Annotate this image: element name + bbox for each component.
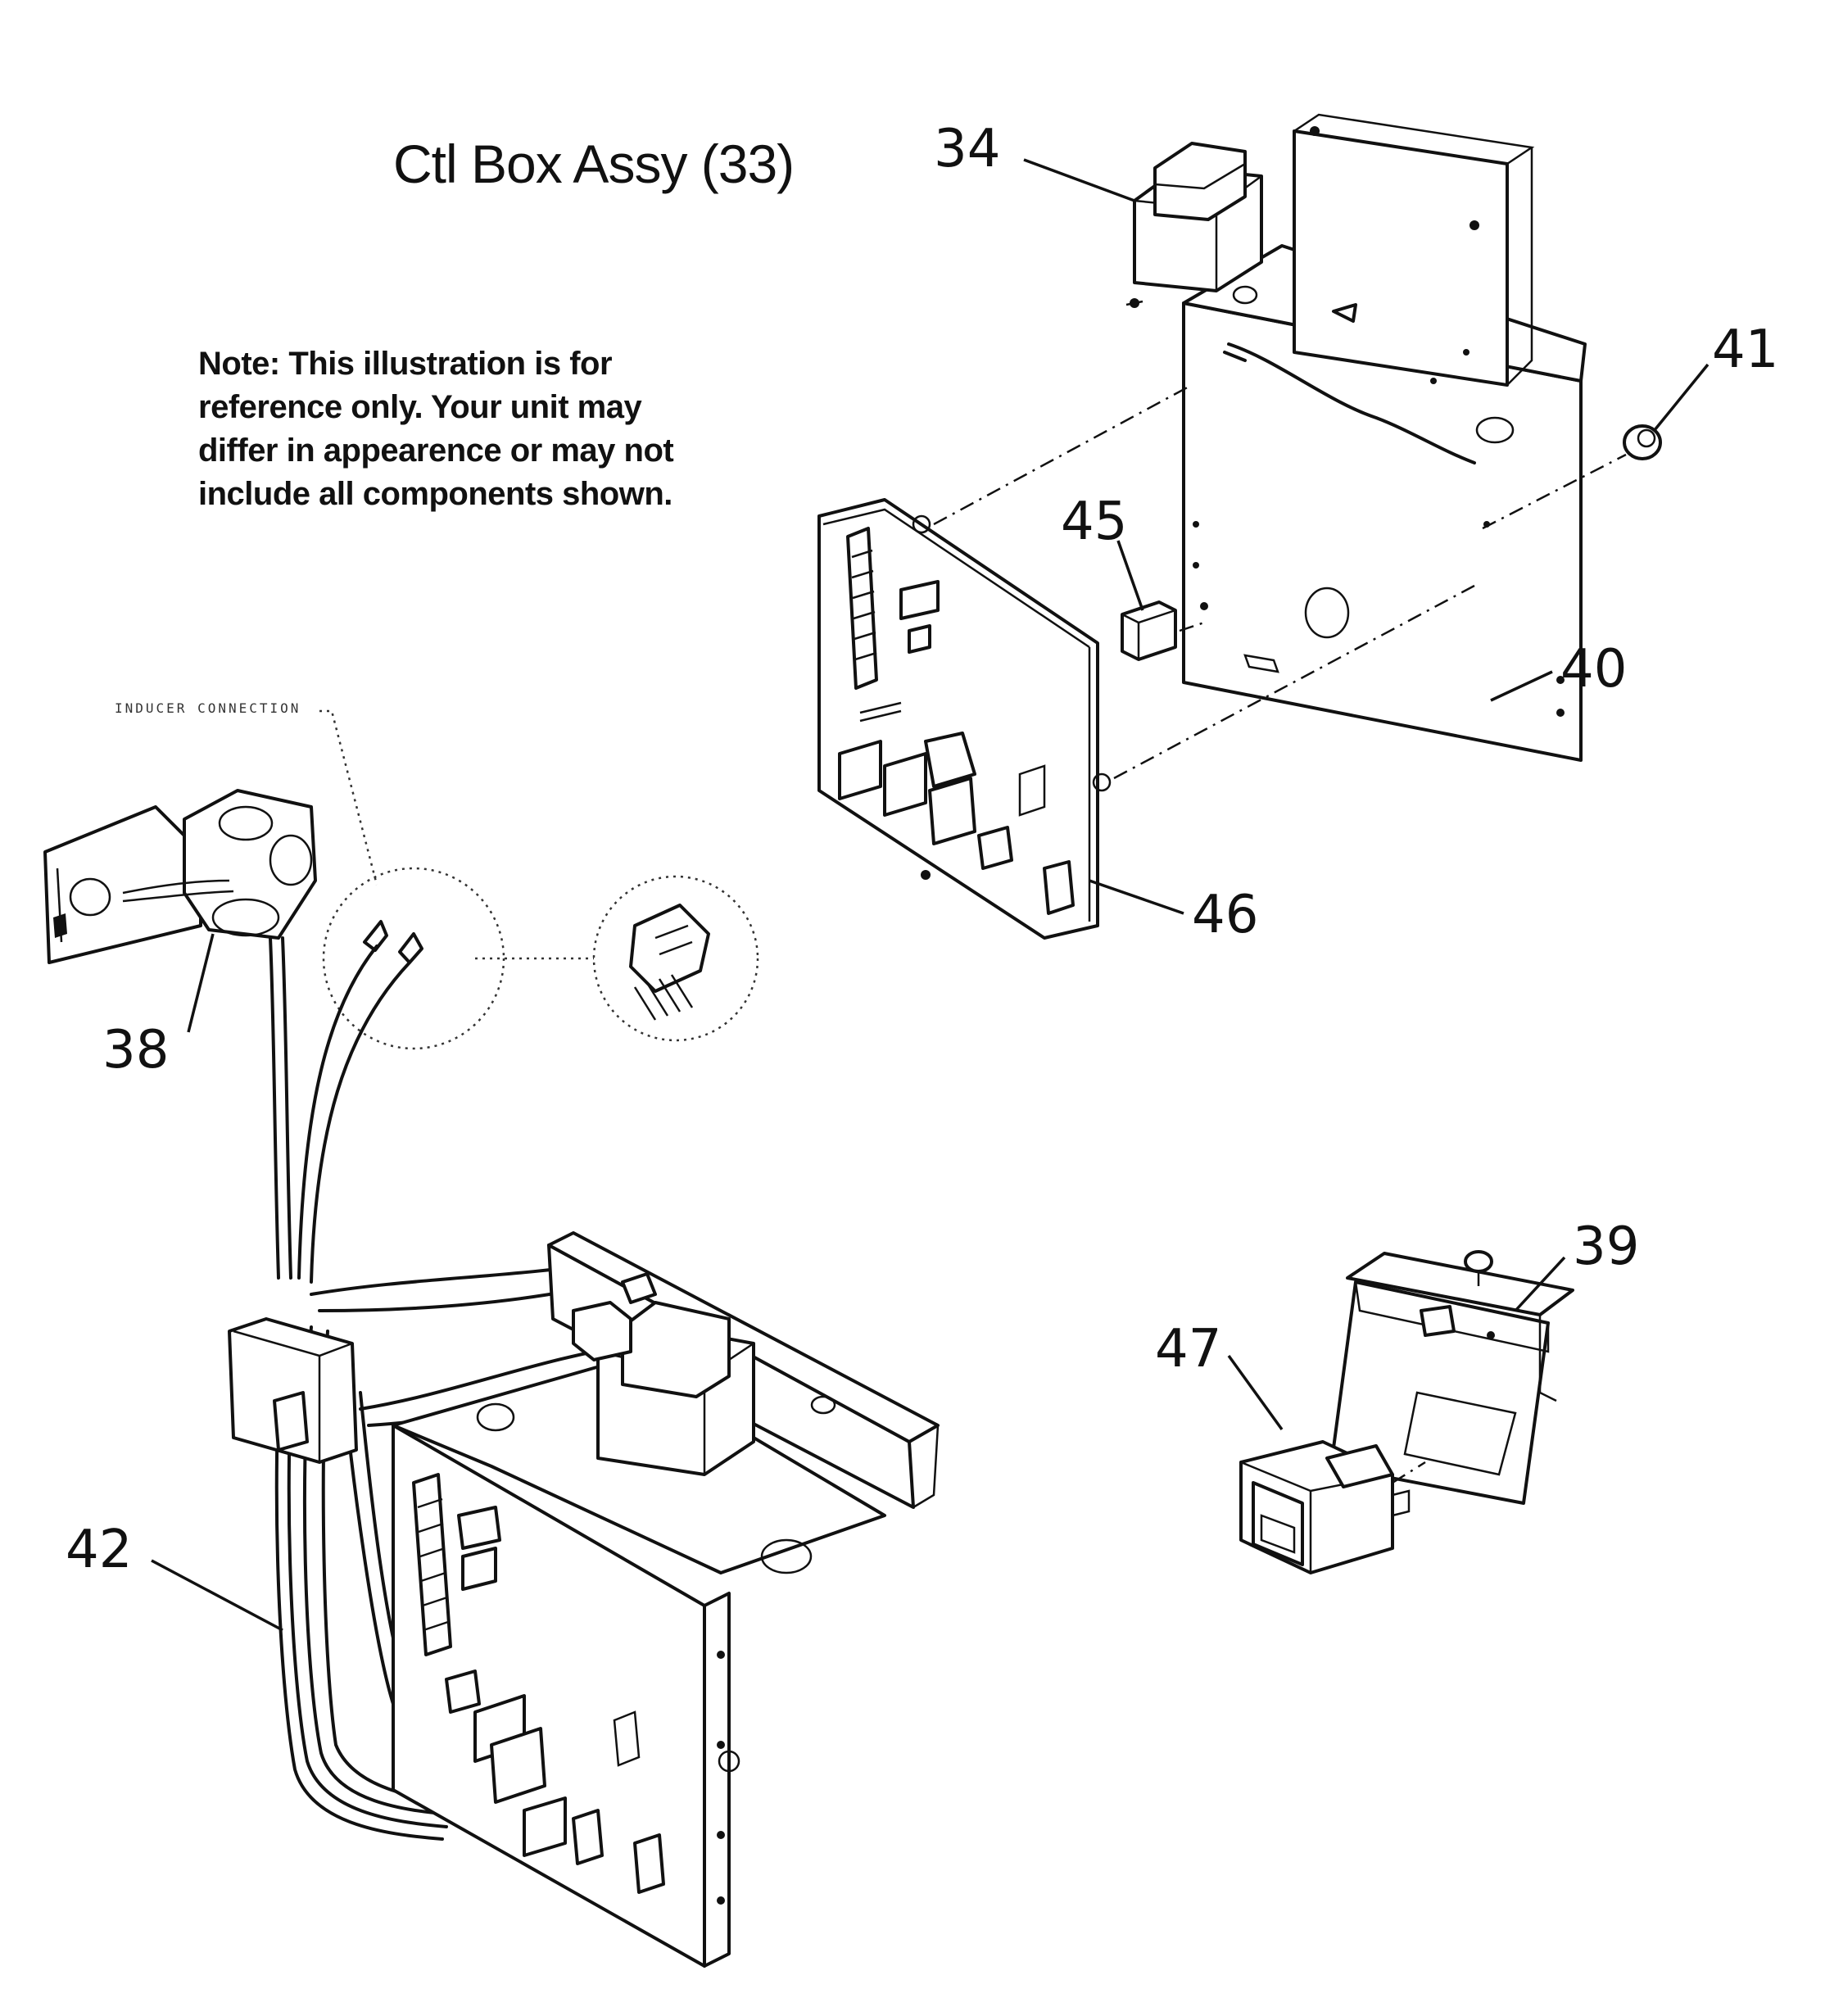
assembly-line [1392,1461,1426,1484]
callout-40: 40 [1560,639,1628,700]
callout-41: 41 [1712,319,1779,380]
assembly-line [933,383,1193,526]
assembly-line [1113,584,1475,780]
assembly-line [1482,453,1627,530]
callout-38: 38 [102,1020,170,1080]
transformer-34 [1125,126,1479,308]
page-title: Ctl Box Assy (33) [393,134,795,194]
control-box-panel [1182,113,1587,762]
reference-note: Note: This illustration is for reference… [198,342,788,516]
switch-bracket-39 [1329,1250,1574,1505]
leader-45 [1116,540,1144,611]
leader-38 [187,933,215,1033]
control-board-46 [817,498,1112,940]
leader-46 [1089,879,1184,915]
callout-42: 42 [66,1520,133,1580]
leader-42 [151,1559,283,1632]
rocker-switch-47 [1239,1440,1411,1574]
callout-45: 45 [1061,492,1128,552]
assembled-control-box [228,1231,940,1968]
note-line: differ in appearence or may not [198,433,674,469]
callout-47: 47 [1155,1319,1222,1379]
knob-41 [1623,424,1662,460]
note-line: include all components shown. [198,476,672,512]
callout-34: 34 [934,119,1001,179]
inducer-connection-detail [319,709,759,1050]
callout-39: 39 [1573,1216,1640,1277]
leader-39 [1514,1256,1566,1312]
leader-34 [1023,158,1135,202]
note-line: reference only. Your unit may [198,389,642,425]
callout-46: 46 [1192,885,1259,945]
connector-45 [1121,600,1177,661]
note-line: Note: This illustration is for [198,346,613,382]
inducer-connection-label: INDUCER CONNECTION [115,700,301,716]
inducer-board-38 [43,789,317,964]
leader-41 [1653,363,1710,432]
leader-40 [1490,670,1553,702]
assembly-line [1179,621,1205,632]
leader-47 [1227,1354,1284,1431]
